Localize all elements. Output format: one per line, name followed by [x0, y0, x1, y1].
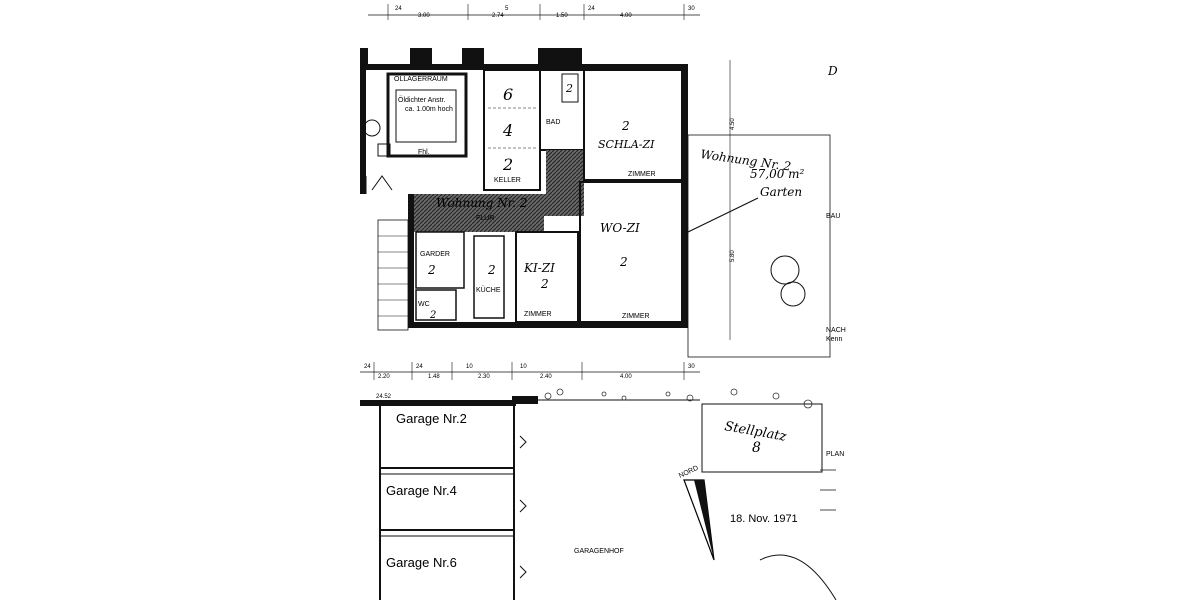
bedroom-handwritten-label: SCHLA-ZI	[598, 138, 655, 151]
living-room-number: 2	[619, 255, 628, 269]
parking-number: 8	[752, 440, 761, 456]
label-kenn: Kenn	[826, 336, 842, 343]
dim-top-24b: 24	[588, 6, 595, 12]
north-arrow: NORD	[678, 465, 715, 561]
label-flur: FLUR	[476, 215, 494, 222]
garden: Wohnung Nr. 2 57,00 m² Garten 4.50 5.80 …	[687, 60, 846, 358]
childrens-room: KI-ZI 2 ZIMMER	[515, 231, 579, 323]
garage-6-label: Garage Nr.6	[386, 555, 457, 570]
garden-label: Garten	[760, 185, 802, 199]
hallway-wohnung-label: Wohnung Nr. 2	[436, 196, 527, 210]
bathroom: 2 BAD	[539, 69, 585, 151]
label-keller: KELLER	[494, 177, 521, 184]
label-garagenhof: GARAGENHOF	[574, 548, 624, 555]
childrens-room-handwritten-label: KI-ZI	[523, 261, 555, 275]
garden-area: 57,00 m²	[750, 167, 805, 181]
label-d: D	[827, 64, 838, 78]
label-zimmer-bedroom: ZIMMER	[628, 171, 656, 178]
dim-top-400: 4.00	[620, 13, 632, 19]
dim-side-450: 4.50	[730, 118, 736, 130]
living-room-handwritten-label: WO-ZI	[600, 221, 640, 235]
dim-mid-10: 10	[466, 364, 473, 370]
wardrobe-number: 2	[427, 263, 436, 277]
dim-mid-148: 1.48	[428, 374, 440, 380]
bedroom-number: 2	[621, 119, 630, 133]
dim-mid-400: 4.00	[620, 374, 632, 380]
bath-number-2: 2	[565, 82, 573, 95]
label-oellager: ÖLLAGERRAUM	[394, 75, 448, 83]
dim-top-5: 5	[505, 6, 509, 12]
cellar: 6 4 2 KELLER	[483, 69, 541, 191]
middle-dimension-line: 24 2.20 24 1.48 10 2.30 10 2.40 4.00 30	[360, 362, 700, 380]
outer-walls	[360, 48, 688, 328]
label-zimmer-child: ZIMMER	[524, 311, 552, 318]
cellar-number-4: 4	[502, 121, 513, 140]
living-room: WO-ZI 2 ZIMMER	[579, 181, 683, 323]
oil-storage-room: ÖLLAGERRAUM Öldichter Anstr. ca. 1.00m h…	[363, 72, 468, 158]
dim-mid-240: 2.40	[540, 374, 552, 380]
dim-mid-24b: 24	[416, 364, 423, 370]
garage-2-label: Garage Nr.2	[396, 411, 467, 426]
staircase	[365, 175, 409, 331]
wc-number: 2	[429, 310, 436, 321]
dim-top-300: 3.00	[418, 13, 430, 19]
cellar-number-2: 2	[502, 155, 513, 174]
dim-mid-230: 2.30	[478, 374, 490, 380]
dim-2452: 24.52	[376, 394, 392, 400]
dim-side-580: 5.80	[730, 250, 736, 262]
label-bau: BAU	[826, 213, 840, 220]
label-oeldichter: Öldichter Anstr.	[398, 96, 446, 104]
dim-top-274: 2.74	[492, 13, 504, 19]
dim-mid-220: 2.20	[378, 374, 390, 380]
label-nord: NORD	[678, 465, 700, 480]
childrens-room-number: 2	[540, 277, 549, 291]
dim-mid-10b: 10	[520, 364, 527, 370]
dim-mid-30: 30	[688, 364, 695, 370]
hallway: Wohnung Nr. 2 FLUR	[414, 150, 584, 232]
label-wc: WC	[418, 301, 430, 308]
hedge	[544, 388, 813, 409]
cellar-number-6: 6	[503, 85, 513, 104]
label-fhl: Fhl.	[418, 149, 430, 156]
label-kueche: KÜCHE	[476, 286, 501, 294]
kitchen-number: 2	[487, 263, 496, 277]
label-oeldichter-2: ca. 1.00m hoch	[405, 106, 453, 113]
top-dimension-line: 24 3.00 2.74 5 1.50 24 4.00 30	[368, 4, 700, 20]
dim-top-30: 30	[688, 6, 695, 12]
label-plan: PLAN	[826, 451, 844, 458]
garage-4-label: Garage Nr.4	[386, 483, 457, 498]
dim-mid-24: 24	[364, 364, 371, 370]
label-zimmer-living: ZIMMER	[622, 313, 650, 320]
wardrobe-kitchen-wc: GARDER 2 2 KÜCHE WC 2	[415, 231, 505, 321]
garage-block: 24.52	[360, 394, 700, 600]
dim-top-150: 1.50	[556, 13, 568, 19]
label-garder: GARDER	[420, 251, 450, 258]
parking-space: Stellplatz 8 PLAN	[701, 403, 844, 473]
dim-top-24: 24	[395, 6, 402, 12]
bedroom: 2 SCHLA-ZI ZIMMER	[583, 69, 683, 181]
label-nach: NACH	[826, 327, 846, 334]
stamp-date: 18. Nov. 1971	[730, 513, 798, 525]
label-bad: BAD	[546, 119, 560, 126]
